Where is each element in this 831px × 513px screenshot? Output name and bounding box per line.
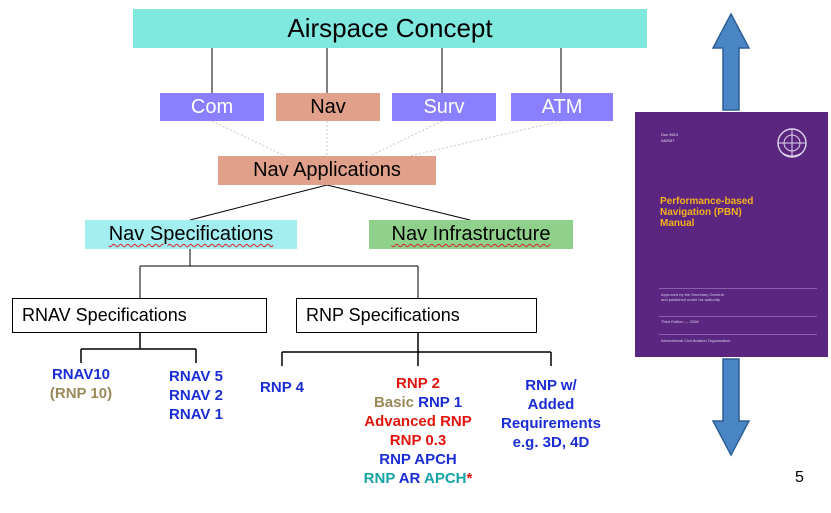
manual-approved: Approved by the Secretary General and pu… — [661, 292, 724, 302]
airspace-concept-label: Airspace Concept — [287, 13, 493, 43]
nav-infrastructure-box: Nav Infrastructure — [369, 220, 573, 249]
manual-approved-line2: and published under his authority — [661, 297, 720, 302]
pillar-nav: Nav — [276, 93, 380, 121]
manual-org: International Civil Aviation Organizatio… — [661, 338, 731, 343]
rnp10-label: (RNP 10) — [49, 385, 113, 402]
pillar-com-label: Com — [190, 95, 234, 118]
manual-title-line3: Manual — [660, 218, 695, 229]
rnp-ar-star: * — [466, 470, 473, 487]
rnp-ar-ar: AR — [398, 470, 421, 487]
rnp1-label: RNP 1 — [418, 394, 463, 411]
eg-3d-4d-label: e.g. 3D, 4D — [512, 434, 590, 451]
rnav10-label: RNAV10 — [51, 366, 111, 383]
basic-rnp1-line: Basic RNP 1 — [340, 393, 496, 412]
requirements-label: Requirements — [500, 415, 602, 432]
manual-divider-2 — [659, 316, 817, 317]
pillar-atm-label: ATM — [541, 95, 583, 118]
rnp-ar-rnp: RNP — [363, 470, 396, 487]
rnav-specifications-box: RNAV Specifications — [12, 298, 267, 333]
manual-divider-3 — [659, 334, 817, 335]
rnav-5-2-1-group: RNAV 5 RNAV 2 RNAV 1 — [156, 367, 236, 424]
icao-emblem-icon — [777, 128, 807, 158]
airspace-concept-box: Airspace Concept — [133, 9, 647, 48]
pillar-surv: Surv — [392, 93, 496, 121]
added-label: Added — [527, 396, 575, 413]
manual-title: Performance-based Navigation (PBN) Manua… — [660, 196, 753, 229]
rnp-center-group: RNP 2 Basic RNP 1 Advanced RNP RNP 0.3 R… — [340, 374, 496, 488]
rnp4-label: RNP 4 — [260, 379, 304, 396]
nav-applications-label: Nav Applications — [253, 159, 401, 181]
rnp-added-group: RNP w/ Added Requirements e.g. 3D, 4D — [492, 376, 610, 452]
up-arrow-icon — [711, 12, 751, 111]
manual-edition: Third Edition — 2008 — [661, 319, 699, 324]
down-arrow-icon — [711, 358, 751, 457]
manual-title-line1: Performance-based — [660, 196, 754, 207]
rnav1-label: RNAV 1 — [169, 406, 223, 423]
pillar-com: Com — [160, 93, 264, 121]
manual-approved-line1: Approved by the Secretary General — [661, 292, 724, 297]
rnp-specifications-box: RNP Specifications — [296, 298, 537, 333]
nav-applications-box: Nav Applications — [218, 156, 436, 185]
manual-divider-1 — [659, 288, 817, 289]
manual-doc-number: Doc 9613 AN/937 — [661, 132, 678, 144]
rnp2-label: RNP 2 — [396, 375, 440, 392]
rnav10-group: RNAV10 (RNP 10) — [36, 365, 126, 403]
nav-specifications-label: Nav Specifications — [108, 223, 274, 245]
manual-doc-sub: AN/937 — [661, 138, 675, 143]
nav-specifications-box: Nav Specifications — [85, 220, 297, 249]
rnp-specifications-label: RNP Specifications — [306, 305, 460, 325]
rnp-ar-apch-line: RNP AR APCH* — [340, 469, 496, 488]
pillar-surv-label: Surv — [423, 95, 465, 118]
pillar-atm: ATM — [511, 93, 613, 121]
rnav5-label: RNAV 5 — [169, 368, 223, 385]
rnav2-label: RNAV 2 — [169, 387, 223, 404]
rnp-ar-apch: APCH — [423, 470, 467, 487]
page-number: 5 — [795, 469, 804, 486]
rnp03-label: RNP 0.3 — [389, 432, 447, 449]
rnav-specifications-label: RNAV Specifications — [22, 305, 187, 325]
rnp-w-label: RNP w/ — [525, 377, 577, 394]
nav-infrastructure-label: Nav Infrastructure — [391, 223, 551, 245]
manual-title-line2: Navigation (PBN) — [660, 207, 742, 218]
manual-doc-no: Doc 9613 — [661, 132, 679, 137]
pbn-manual-cover: Doc 9613 AN/937 Performance-based Naviga… — [635, 112, 828, 357]
basic-label: Basic — [373, 394, 414, 411]
advanced-rnp-label: Advanced RNP — [364, 413, 472, 430]
rnp-apch-label: RNP APCH — [379, 451, 457, 468]
pillar-nav-label: Nav — [310, 95, 346, 118]
